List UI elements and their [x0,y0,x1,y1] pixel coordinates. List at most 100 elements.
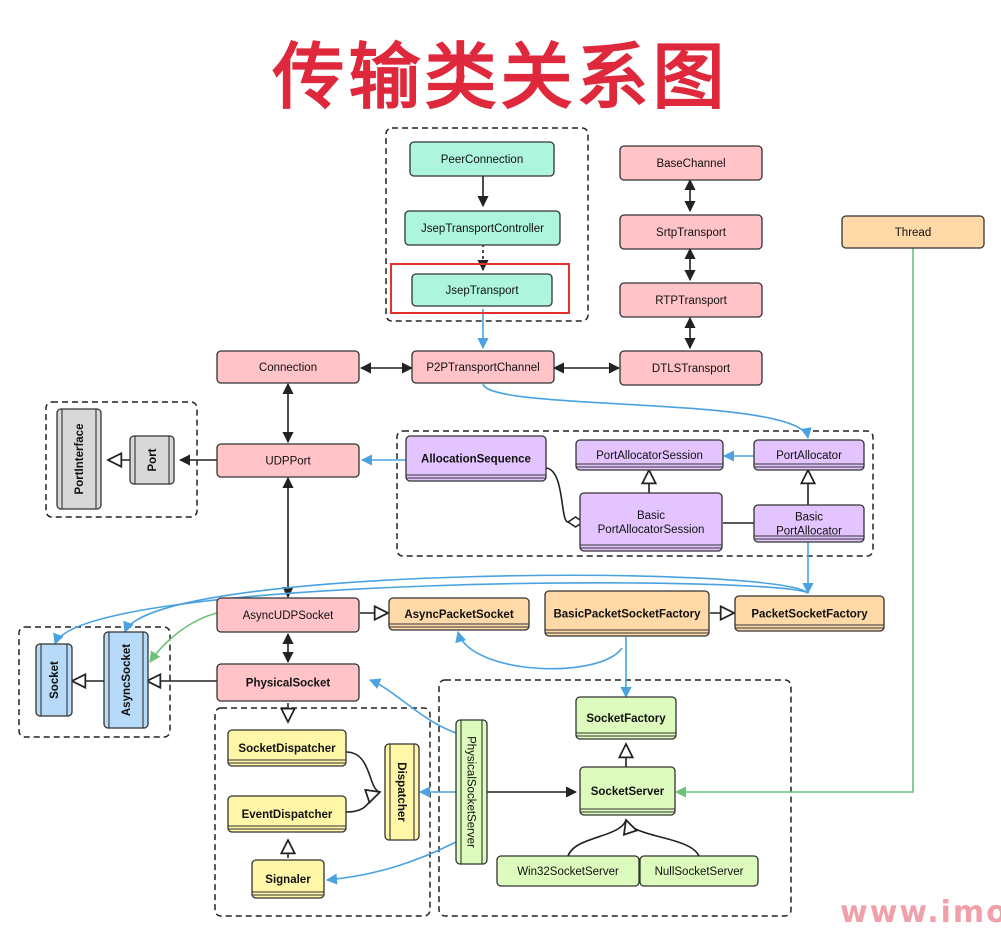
basechannel-box [619,145,763,181]
p2ptransportchannel-node: P2PTransportChannel [411,350,555,384]
jseptransport-box [411,273,553,307]
watermark-text: www.imo [840,895,1001,930]
portallocator-label: PortAllocator [776,450,842,462]
asyncpacketsocket-label: AsyncPacketSocket [404,609,513,621]
signaler-box [251,859,325,899]
portallocator-node: PortAllocator [753,439,865,471]
jseptransportcontroller-label: JsepTransportController [421,223,544,235]
asyncudpsocket-node: AsyncUDPSocket [216,597,360,633]
class-nodes: PeerConnectionJsepTransportControllerJse… [35,141,985,899]
physicalsocketserver-node: PhysicalSocketServer [455,719,488,865]
physicalsocketserver-box [455,719,488,865]
physicalsocket-label: PhysicalSocket [246,678,331,690]
socketserver-node: SocketServer [579,766,676,816]
peerconnection-label: PeerConnection [441,154,523,166]
group-socketserver [438,679,792,917]
dtlstransport-node: DTLSTransport [619,350,763,386]
asyncpacketsocket-box [388,597,530,631]
udpport-label: UDPPort [265,456,311,468]
group-frames [18,127,874,917]
asyncsocket-node: AsyncSocket [103,631,149,729]
socketfactory-node: SocketFactory [575,696,677,740]
dispatcher-box [384,743,420,841]
eventdispatcher-label: EventDispatcher [242,809,333,821]
win32socketserver-node: Win32SocketServer [496,855,640,887]
rtptransport-node: RTPTransport [619,282,763,318]
allocationsequence-box [405,435,547,482]
asyncpacketsocket-node: AsyncPacketSocket [388,597,530,631]
jseptransportcontroller-node: JsepTransportController [404,210,561,246]
basicpacketsocketfactory-label: BasicPacketSocketFactory [553,609,701,621]
thread-node: Thread [841,215,985,249]
socketfactory-label: SocketFactory [586,713,666,725]
thread-label: Thread [895,227,931,239]
socket-box [35,643,73,717]
socket-node: Socket [35,643,73,717]
asyncudpsocket-box [216,597,360,633]
packetsocketfactory-box [734,595,885,632]
port-box [129,435,175,485]
portallocatorsession-label: PortAllocatorSession [596,450,703,462]
basechannel-label: BaseChannel [656,158,725,170]
dispatcher-label: Dispatcher [395,762,407,822]
connection-label: Connection [259,362,317,374]
asyncsocket-box [103,631,149,729]
socket-label: Socket [49,661,61,699]
diagram-title: 传输类关系图 [272,35,729,119]
basicpacketsocketfactory-node: BasicPacketSocketFactory [544,590,710,637]
group-allocator [396,430,874,557]
srtptransport-box [619,214,763,250]
peerconnection-box [409,141,555,177]
socketdispatcher-box [227,729,347,767]
socketserver-label: SocketServer [591,786,665,798]
dispatcher-node: Dispatcher [384,743,420,841]
physicalsocket-node: PhysicalSocket [216,663,360,702]
jseptransport-label: JsepTransport [445,285,519,297]
socketdispatcher-node: SocketDispatcher [227,729,347,767]
peerconnection-node: PeerConnection [409,141,555,177]
p2ptransportchannel-box [411,350,555,384]
blue-connectors [53,309,814,885]
jseptransport-node: JsepTransport [411,273,553,307]
win32socketserver-box [496,855,640,887]
group-port [45,401,198,518]
nullsocketserver-box [639,855,759,887]
allocationsequence-label: AllocationSequence [421,454,531,466]
physicalsocketserver-label: PhysicalSocketServer [465,736,477,848]
srtptransport-node: SrtpTransport [619,214,763,250]
udpport-node: UDPPort [216,443,360,478]
socketdispatcher-label: SocketDispatcher [238,743,336,755]
win32socketserver-label: Win32SocketServer [517,866,619,878]
basicportallocatorsession-1-label: Basic [637,510,665,522]
jseptransport-highlight [390,263,570,314]
packetsocketfactory-node: PacketSocketFactory [734,595,885,632]
connection-box [216,350,360,384]
socketfactory-box [575,696,677,740]
srtptransport-label: SrtpTransport [656,227,727,239]
port-label: Port [147,448,159,471]
portallocatorsession-box [575,439,724,471]
packetsocketfactory-label: PacketSocketFactory [751,609,868,621]
basicpacketsocketfactory-box [544,590,710,637]
nullsocketserver-node: NullSocketServer [639,855,759,887]
asyncudpsocket-label: AsyncUDPSocket [243,610,335,622]
eventdispatcher-node: EventDispatcher [227,795,347,833]
thread-box [841,215,985,249]
portinterface-box [56,408,102,510]
green-connectors [149,248,914,798]
basicportallocator-box [753,504,865,543]
group-dispatcher [214,707,431,917]
portallocatorsession-node: PortAllocatorSession [575,439,724,471]
rtptransport-box [619,282,763,318]
rtptransport-label: RTPTransport [655,295,727,307]
jseptransportcontroller-box [404,210,561,246]
basechannel-node: BaseChannel [619,145,763,181]
dtlstransport-label: DTLSTransport [652,363,731,375]
basicportallocatorsession-2-label: PortAllocatorSession [598,524,705,536]
basicportallocatorsession-box [579,492,723,552]
group-socket [18,626,171,738]
